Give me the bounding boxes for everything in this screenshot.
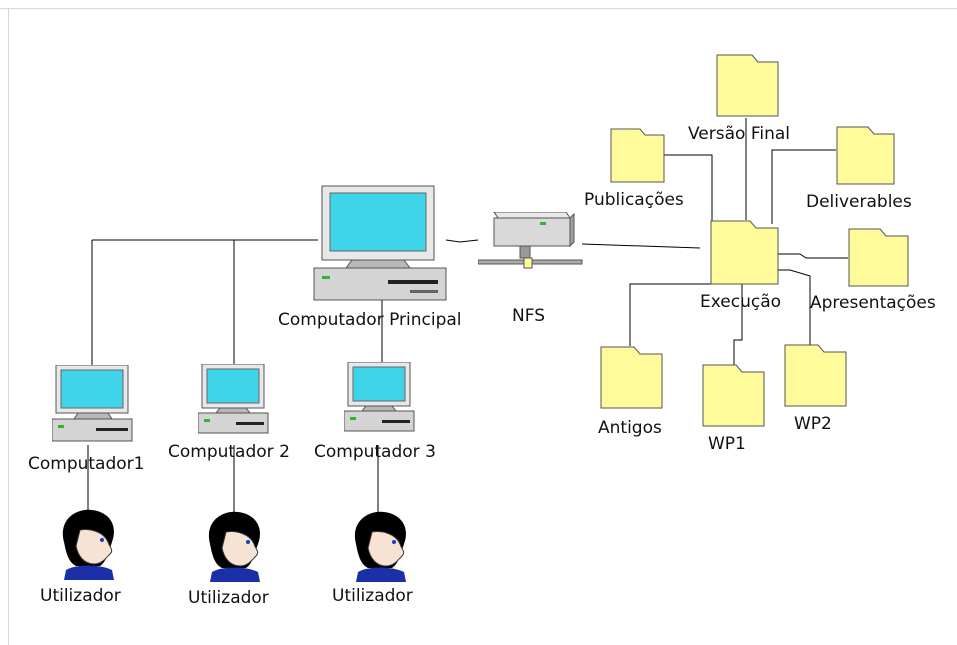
folder-icon (716, 54, 779, 117)
publicacoes-link (664, 154, 713, 222)
folder-wp1 (702, 364, 766, 428)
user3-label: Utilizador (332, 586, 413, 606)
wp2-label: WP2 (794, 414, 832, 434)
main-computer (312, 184, 448, 302)
deliverables-link (771, 149, 836, 224)
desktop-computer-icon (52, 365, 133, 442)
client3-label: Computador 3 (314, 442, 436, 462)
folder-icon (610, 128, 665, 183)
folder-icon (702, 364, 765, 427)
versao-final-label: Versão Final (688, 124, 791, 144)
nfs-label: NFS (512, 306, 545, 326)
antigos-link (629, 283, 712, 346)
folder-icon (848, 228, 909, 287)
execucao-label: Execução (700, 292, 782, 312)
folder-antigos (600, 346, 664, 410)
client-computer-3 (344, 362, 416, 434)
desktop-computer-icon (344, 362, 415, 432)
apresentacoes-link (778, 253, 848, 259)
user-3 (348, 510, 412, 582)
deliverables-label: Deliverables (806, 192, 912, 212)
wp2-link (778, 269, 811, 346)
folder-icon (836, 126, 895, 185)
left-border (8, 8, 9, 645)
user-2 (202, 510, 266, 582)
client-computer-1 (52, 365, 134, 445)
antigos-label: Antigos (598, 418, 662, 438)
apresentacoes-label: Apresentações (810, 293, 936, 313)
user2-label: Utilizador (188, 588, 269, 608)
folder-publicacoes (610, 128, 666, 184)
top-border (0, 8, 957, 9)
nfs-server (478, 212, 584, 274)
wp1-label: WP1 (708, 434, 746, 454)
user-icon (62, 509, 114, 580)
folder-deliverables (836, 126, 896, 186)
main-nfs-link (445, 239, 479, 243)
desktop-computer-icon (198, 364, 269, 434)
wp1-link (733, 282, 743, 368)
user-icon (208, 511, 260, 582)
folder-versao-final (716, 54, 780, 118)
publicacoes-label: Publicações (584, 190, 684, 210)
nfs-execucao-link (581, 243, 701, 249)
client1-label: Computador1 (28, 454, 145, 474)
user1-label: Utilizador (40, 586, 121, 606)
client2-label: Computador 2 (168, 442, 290, 462)
desktop-computer-icon (313, 185, 447, 301)
folder-icon (600, 346, 663, 409)
folder-icon (710, 220, 779, 285)
client-computer-2 (198, 364, 270, 436)
folder-wp2 (784, 344, 848, 408)
nfs-server-icon (478, 212, 583, 269)
folder-icon (784, 344, 847, 407)
folder-apresentacoes (848, 228, 910, 288)
user-1 (56, 508, 120, 580)
main-computer-label: Computador Principal (278, 310, 462, 330)
folder-execucao (710, 220, 780, 286)
user-icon (354, 511, 406, 582)
